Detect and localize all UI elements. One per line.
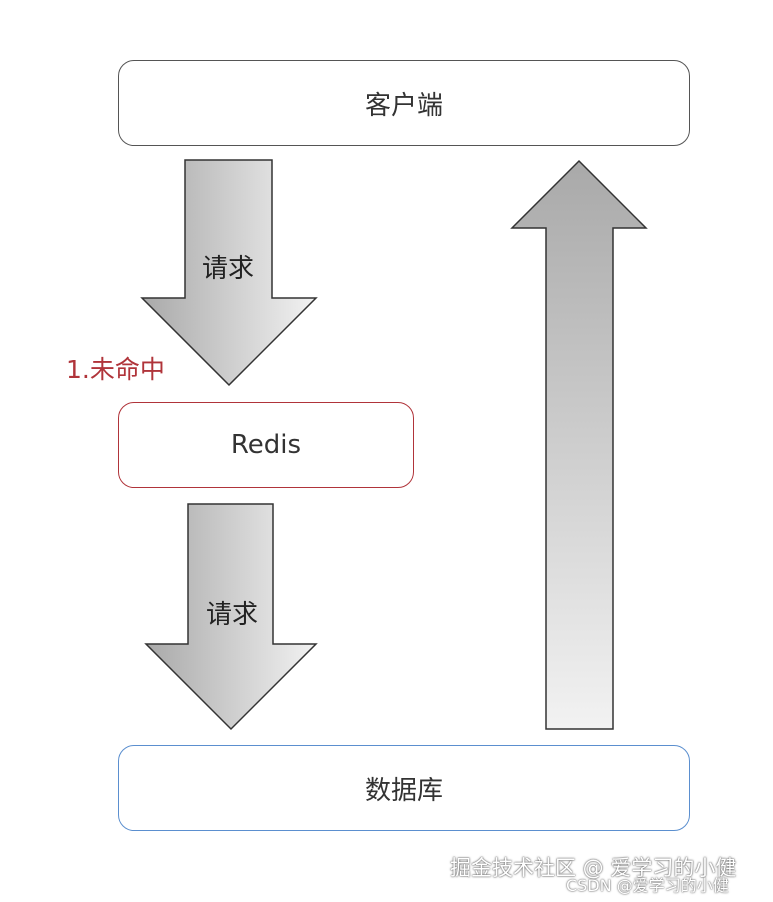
cache-miss-annotation: 1.未命中 — [66, 355, 165, 384]
redis-label: Redis — [230, 430, 302, 460]
watermark-juejin: 掘金技术社区 @ 爱学习的小健 — [450, 856, 737, 880]
request-arrow-down-1 — [140, 159, 318, 387]
redis-node: Redis — [118, 402, 414, 488]
client-label: 客户端 — [364, 90, 443, 121]
response-arrow-up — [510, 159, 648, 730]
watermark-csdn: CSDN @爱学习的小健 — [566, 876, 729, 895]
client-node: 客户端 — [118, 60, 690, 146]
database-label: 数据库 — [364, 775, 443, 806]
database-node: 数据库 — [118, 745, 690, 831]
request-label-1: 请求 — [201, 254, 254, 284]
request-arrow-down-2 — [144, 503, 318, 731]
request-label-2: 请求 — [205, 600, 258, 630]
